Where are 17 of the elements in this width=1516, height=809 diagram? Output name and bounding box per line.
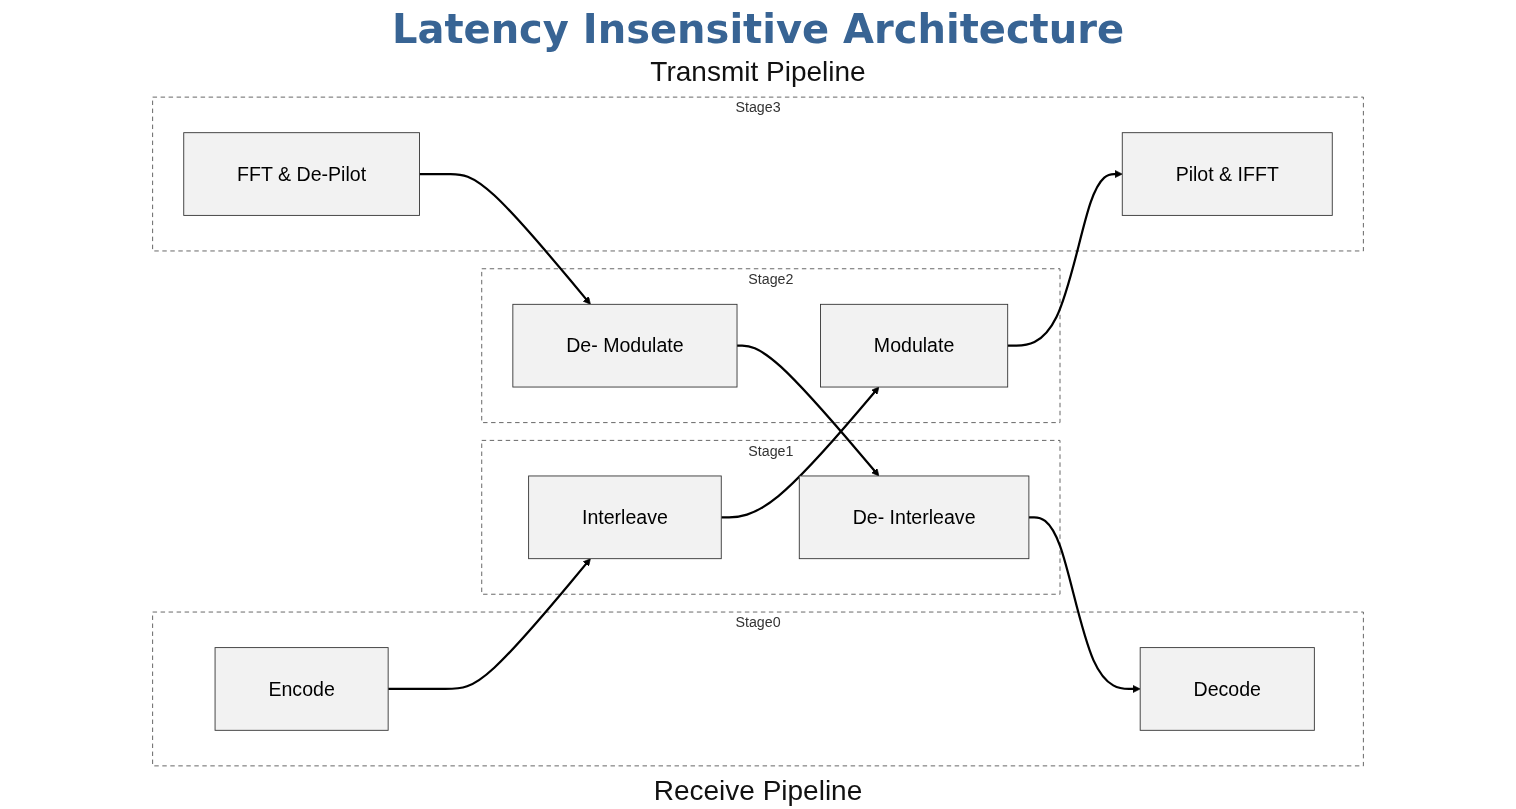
arrow — [388, 558, 591, 691]
arrow — [721, 386, 880, 519]
node-box: FFT & De-Pilot — [183, 132, 420, 216]
arrow — [1028, 516, 1141, 693]
node-box: Pilot & IFFT — [1121, 132, 1333, 216]
node-box: De- Interleave — [798, 475, 1030, 560]
node-box: Encode — [214, 647, 389, 731]
node-box: Interleave — [528, 475, 722, 560]
node-box: Modulate — [820, 303, 1009, 388]
node-box: De- Modulate — [512, 303, 738, 388]
diagram-title: Latency Insensitive Architecture — [391, 6, 1125, 52]
arrow — [737, 344, 880, 477]
pipeline-label: Transmit Pipeline — [650, 56, 866, 88]
pipeline-label: Receive Pipeline — [653, 775, 863, 807]
arrow — [419, 172, 591, 305]
arrow — [1007, 170, 1123, 347]
node-box: Decode — [1139, 647, 1315, 731]
